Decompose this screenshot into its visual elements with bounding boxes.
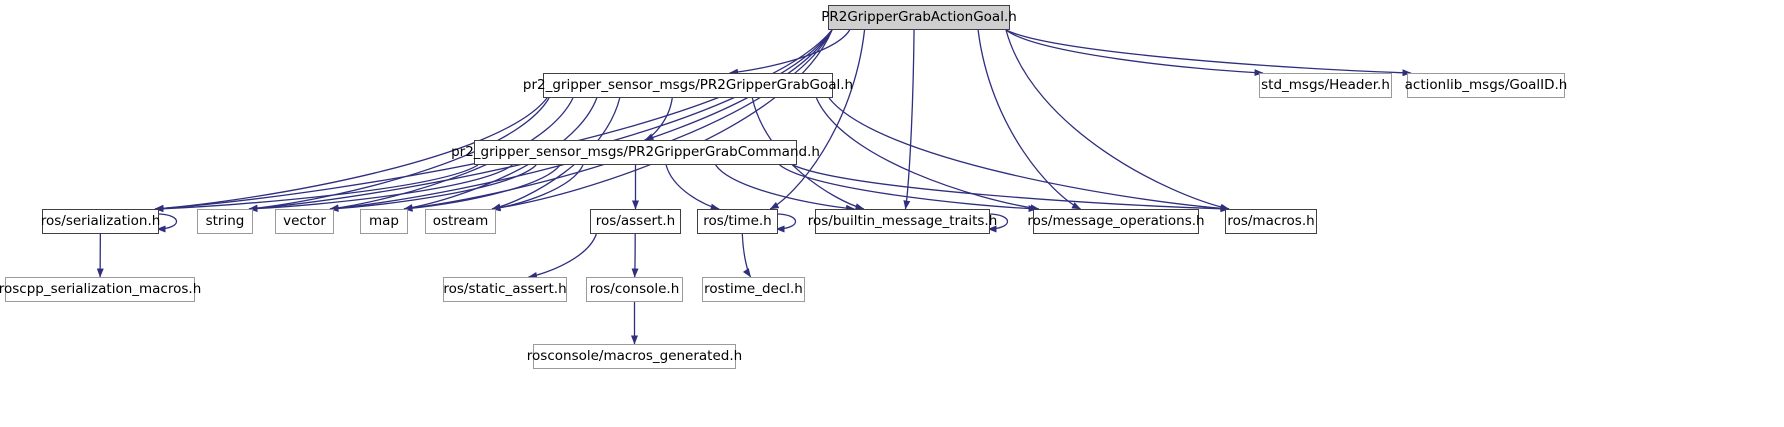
graph-node[interactable]: pr2_gripper_sensor_msgs/PR2GripperGrabCo… xyxy=(451,140,820,165)
graph-node-label: ros/macros.h xyxy=(1227,212,1315,229)
graph-node-label: actionlib_msgs/GoalID.h xyxy=(1404,76,1568,93)
graph-node[interactable]: ros/serialization.h xyxy=(41,209,160,234)
graph-node-label: rostime_decl.h xyxy=(704,280,803,297)
graph-edge xyxy=(527,233,597,279)
graph-edge xyxy=(665,164,720,211)
graph-node[interactable]: ros/static_assert.h xyxy=(443,277,567,302)
graph-edge xyxy=(644,97,673,141)
graph-node-label: pr2_gripper_sensor_msgs/PR2GripperGrabGo… xyxy=(522,76,854,93)
graph-node[interactable]: roscpp_serialization_macros.h xyxy=(0,277,201,302)
graph-edge xyxy=(903,29,915,210)
graph-edge xyxy=(792,164,1230,213)
graph-node[interactable]: rostime_decl.h xyxy=(702,277,805,302)
graph-node[interactable]: pr2_gripper_sensor_msgs/PR2GripperGrabGo… xyxy=(523,73,853,98)
graph-node-label: ros/time.h xyxy=(703,212,772,229)
graph-edge xyxy=(329,164,537,212)
graph-edge xyxy=(491,164,584,212)
graph-node[interactable]: ros/message_operations.h xyxy=(1027,209,1205,234)
graph-node-label: ostream xyxy=(432,212,489,229)
graph-node-label: ros/builtin_message_traits.h xyxy=(807,212,998,229)
graph-node-label: rosconsole/macros_generated.h xyxy=(526,347,743,364)
graph-edge xyxy=(775,213,796,233)
graph-node[interactable]: map xyxy=(360,209,408,234)
graph-node[interactable]: ros/macros.h xyxy=(1225,209,1317,234)
graph-edge xyxy=(1005,29,1230,211)
graph-edge xyxy=(715,164,855,212)
graph-node-label: map xyxy=(369,212,399,229)
graph-edge xyxy=(1005,29,1264,77)
graph-node-label: ros/static_assert.h xyxy=(443,280,567,297)
graph-node-label: ros/serialization.h xyxy=(40,212,161,229)
graph-edge xyxy=(329,29,833,212)
graph-edge xyxy=(154,164,479,213)
graph-node-label: pr2_gripper_sensor_msgs/PR2GripperGrabCo… xyxy=(451,143,820,160)
graph-edge xyxy=(631,233,639,278)
graph-edge xyxy=(1005,29,1412,77)
graph-node[interactable]: ros/assert.h xyxy=(590,209,681,234)
graph-node-label: ros/assert.h xyxy=(595,212,676,229)
graph-node-label: roscpp_serialization_macros.h xyxy=(0,280,202,297)
graph-edge xyxy=(769,29,866,210)
graph-edge xyxy=(248,29,833,212)
graph-node[interactable]: ros/time.h xyxy=(697,209,778,234)
graph-node[interactable]: std_msgs/Header.h xyxy=(1259,73,1392,98)
graph-edge xyxy=(815,97,1040,212)
graph-edge xyxy=(248,164,513,213)
graph-node-label: ros/message_operations.h xyxy=(1027,212,1205,229)
graph-edge xyxy=(741,233,752,278)
graph-node[interactable]: ros/console.h xyxy=(586,277,683,302)
graph-edge xyxy=(154,29,833,212)
graph-edge xyxy=(977,29,1081,210)
graph-node[interactable]: vector xyxy=(275,209,334,234)
graph-node-label: PR2GripperGrabActionGoal.h xyxy=(821,8,1017,25)
graph-node[interactable]: actionlib_msgs/GoalID.h xyxy=(1405,73,1567,98)
graph-node-label: string xyxy=(205,212,245,229)
graph-node[interactable]: ros/builtin_message_traits.h xyxy=(808,209,997,234)
graph-node-label: vector xyxy=(283,212,326,229)
graph-edge xyxy=(729,29,851,76)
graph-edge xyxy=(828,97,1230,212)
graph-edge xyxy=(779,164,1038,213)
graph-edge xyxy=(403,29,833,212)
graph-node-label: std_msgs/Header.h xyxy=(1261,76,1390,93)
graph-node[interactable]: rosconsole/macros_generated.h xyxy=(527,344,742,369)
graph-node[interactable]: ostream xyxy=(425,209,496,234)
graph-edge xyxy=(403,164,561,212)
graph-edge xyxy=(491,29,833,212)
graph-node[interactable]: string xyxy=(197,209,253,234)
graph-node-label: ros/console.h xyxy=(589,280,680,297)
graph-node[interactable]: PR2GripperGrabActionGoal.h xyxy=(821,5,1017,30)
